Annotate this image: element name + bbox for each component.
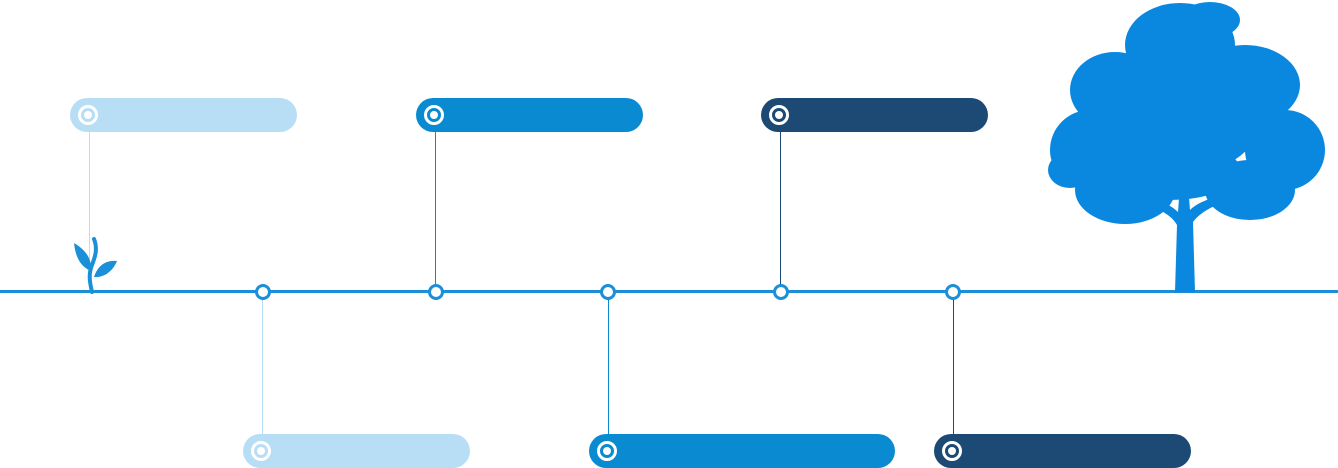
milestone-pill-m5 <box>761 98 988 132</box>
connector-m1 <box>89 128 90 260</box>
connector-m6 <box>953 297 954 436</box>
target-icon <box>942 441 962 461</box>
target-icon <box>769 105 789 125</box>
sprout-icon <box>74 237 117 294</box>
milestone-pill-m2 <box>243 434 470 468</box>
target-icon <box>251 441 271 461</box>
milestone-pill-m1 <box>70 98 297 132</box>
connector-m2 <box>262 297 263 436</box>
connector-m5 <box>780 128 781 285</box>
milestone-node-m5 <box>773 284 789 300</box>
target-icon <box>78 105 98 125</box>
milestone-node-m2 <box>255 284 271 300</box>
tree-icon <box>1048 2 1325 292</box>
connector-m4 <box>608 297 609 436</box>
milestone-pill-m6 <box>934 434 1191 468</box>
milestone-node-m4 <box>600 284 616 300</box>
milestone-node-m6 <box>945 284 961 300</box>
milestone-pill-m4 <box>589 434 895 468</box>
connector-m3 <box>435 128 436 285</box>
target-icon <box>424 105 444 125</box>
milestone-node-m3 <box>428 284 444 300</box>
milestone-pill-m3 <box>416 98 643 132</box>
timeline-axis <box>0 290 1338 293</box>
target-icon <box>597 441 617 461</box>
